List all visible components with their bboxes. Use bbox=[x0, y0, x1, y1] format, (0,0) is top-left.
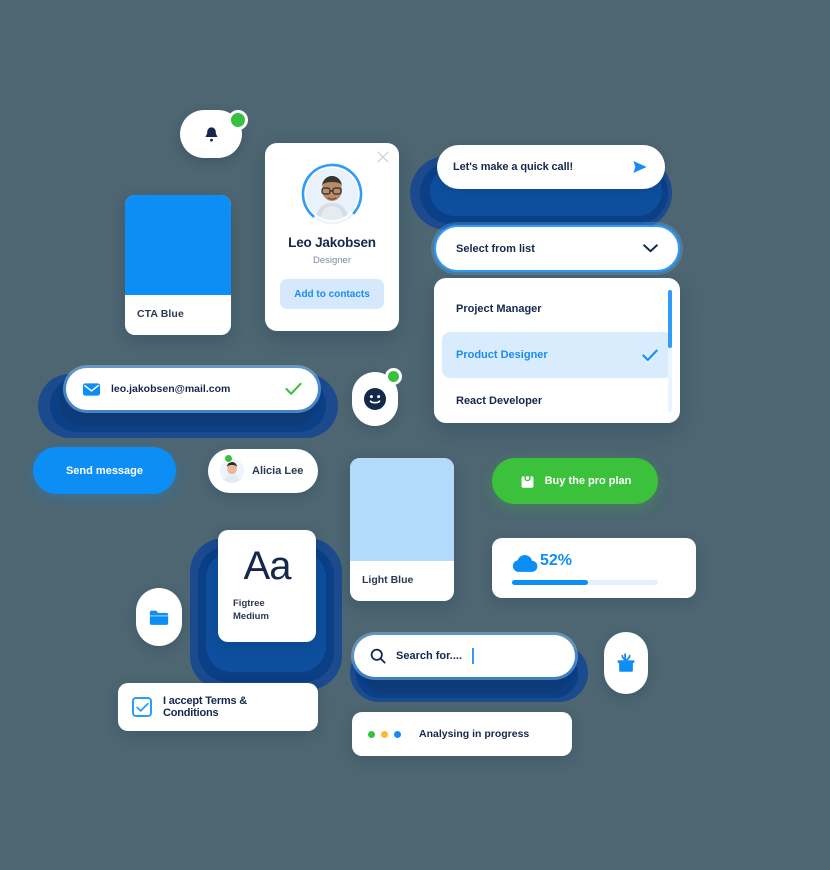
profile-role: Designer bbox=[312, 255, 352, 266]
avatar-progress-ring bbox=[301, 163, 363, 225]
cloud-icon bbox=[512, 555, 538, 572]
bell-icon bbox=[205, 126, 217, 142]
dropdown-option-project-manager[interactable]: Project Manager bbox=[434, 286, 680, 332]
email-value: leo.jakobsen@mail.com bbox=[111, 383, 231, 395]
terms-checkbox[interactable] bbox=[132, 697, 152, 717]
storage-percent-label: 52% bbox=[540, 552, 573, 569]
send-icon[interactable] bbox=[631, 159, 649, 175]
folder-button[interactable] bbox=[136, 588, 182, 646]
status-dot-blue bbox=[394, 730, 401, 738]
dropdown-option-product-designer[interactable]: Product Designer bbox=[442, 332, 672, 378]
search-placeholder: Search for.... bbox=[396, 650, 463, 662]
avatar-illustration bbox=[220, 459, 244, 483]
check-icon bbox=[285, 382, 302, 395]
swatch-label: CTA Blue bbox=[137, 308, 184, 320]
select-value: Select from list bbox=[456, 242, 535, 255]
analysing-status-bar: Analysing in progress bbox=[352, 712, 572, 756]
check-icon bbox=[642, 349, 658, 361]
storage-progress-fill bbox=[512, 580, 588, 585]
search-input[interactable]: Search for.... bbox=[354, 635, 575, 677]
email-input[interactable]: leo.jakobsen@mail.com bbox=[66, 368, 318, 410]
gift-icon bbox=[617, 653, 635, 672]
close-icon[interactable] bbox=[377, 151, 389, 163]
quick-call-group: Let's make a quick call! bbox=[410, 140, 685, 235]
font-card-group: Aa Figtree Medium bbox=[190, 522, 345, 692]
dropdown-option-label: React Developer bbox=[456, 395, 543, 407]
swatch-color-fill bbox=[350, 458, 454, 561]
avatar bbox=[301, 163, 363, 225]
shopping-bag-icon bbox=[521, 475, 534, 488]
search-group: Search for.... bbox=[350, 630, 590, 702]
send-message-button[interactable]: Send message bbox=[33, 447, 176, 494]
terms-label: I accept Terms & Conditions bbox=[163, 695, 248, 719]
dropdown-options-list: Project Manager Product Designer React D… bbox=[434, 278, 680, 423]
swatch-label: Light Blue bbox=[362, 574, 414, 586]
smiley-status-dot bbox=[385, 368, 402, 385]
dropdown-option-label: Project Manager bbox=[456, 303, 542, 315]
quick-call-input[interactable]: Let's make a quick call! bbox=[437, 145, 665, 189]
dropdown-option-label: Product Designer bbox=[456, 349, 548, 361]
add-to-contacts-button[interactable]: Add to contacts bbox=[280, 279, 384, 309]
buy-pro-plan-button[interactable]: Buy the pro plan bbox=[492, 458, 658, 504]
font-sample: Aa bbox=[243, 544, 292, 588]
color-swatch-cta-blue[interactable]: CTA Blue bbox=[125, 195, 231, 335]
avatar bbox=[220, 459, 244, 483]
color-swatch-light-blue[interactable]: Light Blue bbox=[350, 458, 454, 601]
profile-name: Leo Jakobsen bbox=[288, 235, 376, 250]
quick-call-text: Let's make a quick call! bbox=[453, 161, 574, 173]
font-family-label: Figtree Medium bbox=[233, 598, 269, 624]
storage-usage-card: 52% bbox=[492, 538, 696, 598]
avatar-illustration bbox=[306, 168, 358, 220]
avatar-photo bbox=[306, 168, 358, 220]
terms-acceptance-row[interactable]: I accept Terms & Conditions bbox=[118, 683, 318, 731]
status-dot-green bbox=[368, 730, 375, 738]
analysing-label: Analysing in progress bbox=[419, 728, 530, 740]
font-family-name: Figtree bbox=[233, 598, 265, 609]
text-cursor bbox=[472, 648, 474, 664]
dropdown-option-react-developer[interactable]: React Developer bbox=[434, 378, 680, 423]
email-input-group: leo.jakobsen@mail.com bbox=[38, 360, 338, 438]
buy-pro-plan-label: Buy the pro plan bbox=[544, 475, 632, 487]
font-weight-name: Medium bbox=[233, 610, 269, 622]
select-from-list-dropdown[interactable]: Select from list bbox=[434, 225, 680, 272]
check-icon bbox=[135, 702, 149, 712]
notification-badge-dot bbox=[228, 110, 248, 130]
contact-name: Alicia Lee bbox=[252, 465, 304, 477]
smiley-icon bbox=[364, 388, 386, 410]
folder-icon bbox=[149, 610, 169, 625]
status-dot-amber bbox=[381, 730, 388, 738]
swatch-color-fill bbox=[125, 195, 231, 295]
search-icon bbox=[370, 648, 386, 664]
dropdown-scrollbar-thumb[interactable] bbox=[668, 290, 672, 348]
online-status-dot bbox=[224, 454, 233, 463]
mail-icon bbox=[82, 382, 101, 396]
dropdown-scrollbar-track[interactable] bbox=[668, 290, 672, 412]
chevron-down-icon[interactable] bbox=[643, 244, 658, 253]
font-specimen-card[interactable]: Aa Figtree Medium bbox=[218, 530, 316, 642]
profile-card: Leo Jakobsen Designer Add to contacts bbox=[265, 143, 399, 331]
gift-button[interactable] bbox=[604, 632, 648, 694]
